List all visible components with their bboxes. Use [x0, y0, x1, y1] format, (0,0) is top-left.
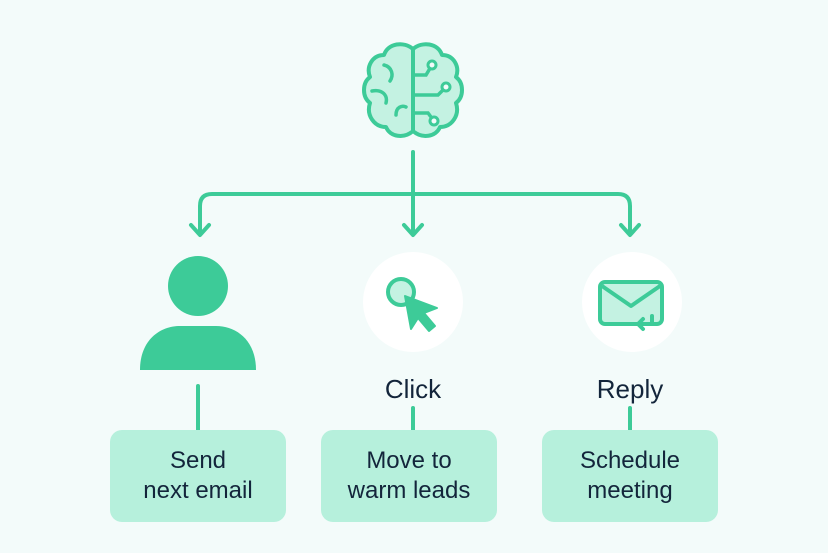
action-card-line: meeting: [587, 477, 673, 504]
action-card-schedule-meeting: Schedule meeting: [542, 430, 718, 522]
branch-label-click: Click: [384, 374, 442, 404]
action-card-line: Move to: [366, 447, 452, 474]
action-card-line: Send: [169, 447, 227, 474]
action-card-line: Schedule: [579, 447, 681, 474]
cursor-click-icon: [363, 252, 463, 352]
branch-label-reply: Reply: [596, 374, 664, 404]
action-card-line: next email: [143, 477, 253, 504]
person-icon: [140, 256, 256, 370]
action-card-line: warm leads: [347, 477, 471, 504]
email-reply-icon: [582, 252, 682, 352]
brain-circuit-icon: [362, 42, 464, 138]
arrow-left: [189, 223, 211, 237]
arrow-center: [402, 223, 424, 237]
action-card-move-to-warm-leads: Move to warm leads: [321, 430, 497, 522]
arrow-right: [619, 223, 641, 237]
action-card-send-next-email: Send next email: [110, 430, 286, 522]
